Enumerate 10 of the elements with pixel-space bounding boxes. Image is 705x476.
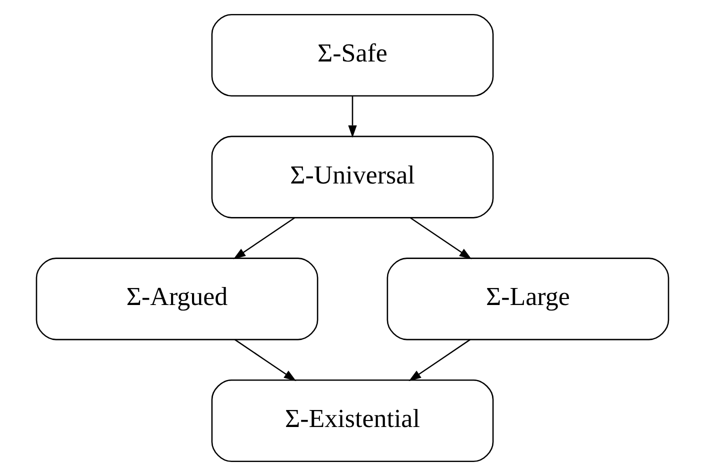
node-box: Σ-Safe bbox=[211, 14, 494, 96]
node-box: Σ-Universal bbox=[211, 136, 494, 218]
arrow bbox=[233, 217, 295, 260]
node-box: Σ-Argued bbox=[36, 258, 318, 340]
arrow bbox=[234, 339, 296, 382]
arrow bbox=[410, 217, 472, 260]
arrow bbox=[348, 96, 357, 138]
node-box: Σ-Large bbox=[386, 258, 670, 340]
node-box: Σ-Existential bbox=[211, 380, 494, 462]
arrow bbox=[408, 339, 470, 382]
